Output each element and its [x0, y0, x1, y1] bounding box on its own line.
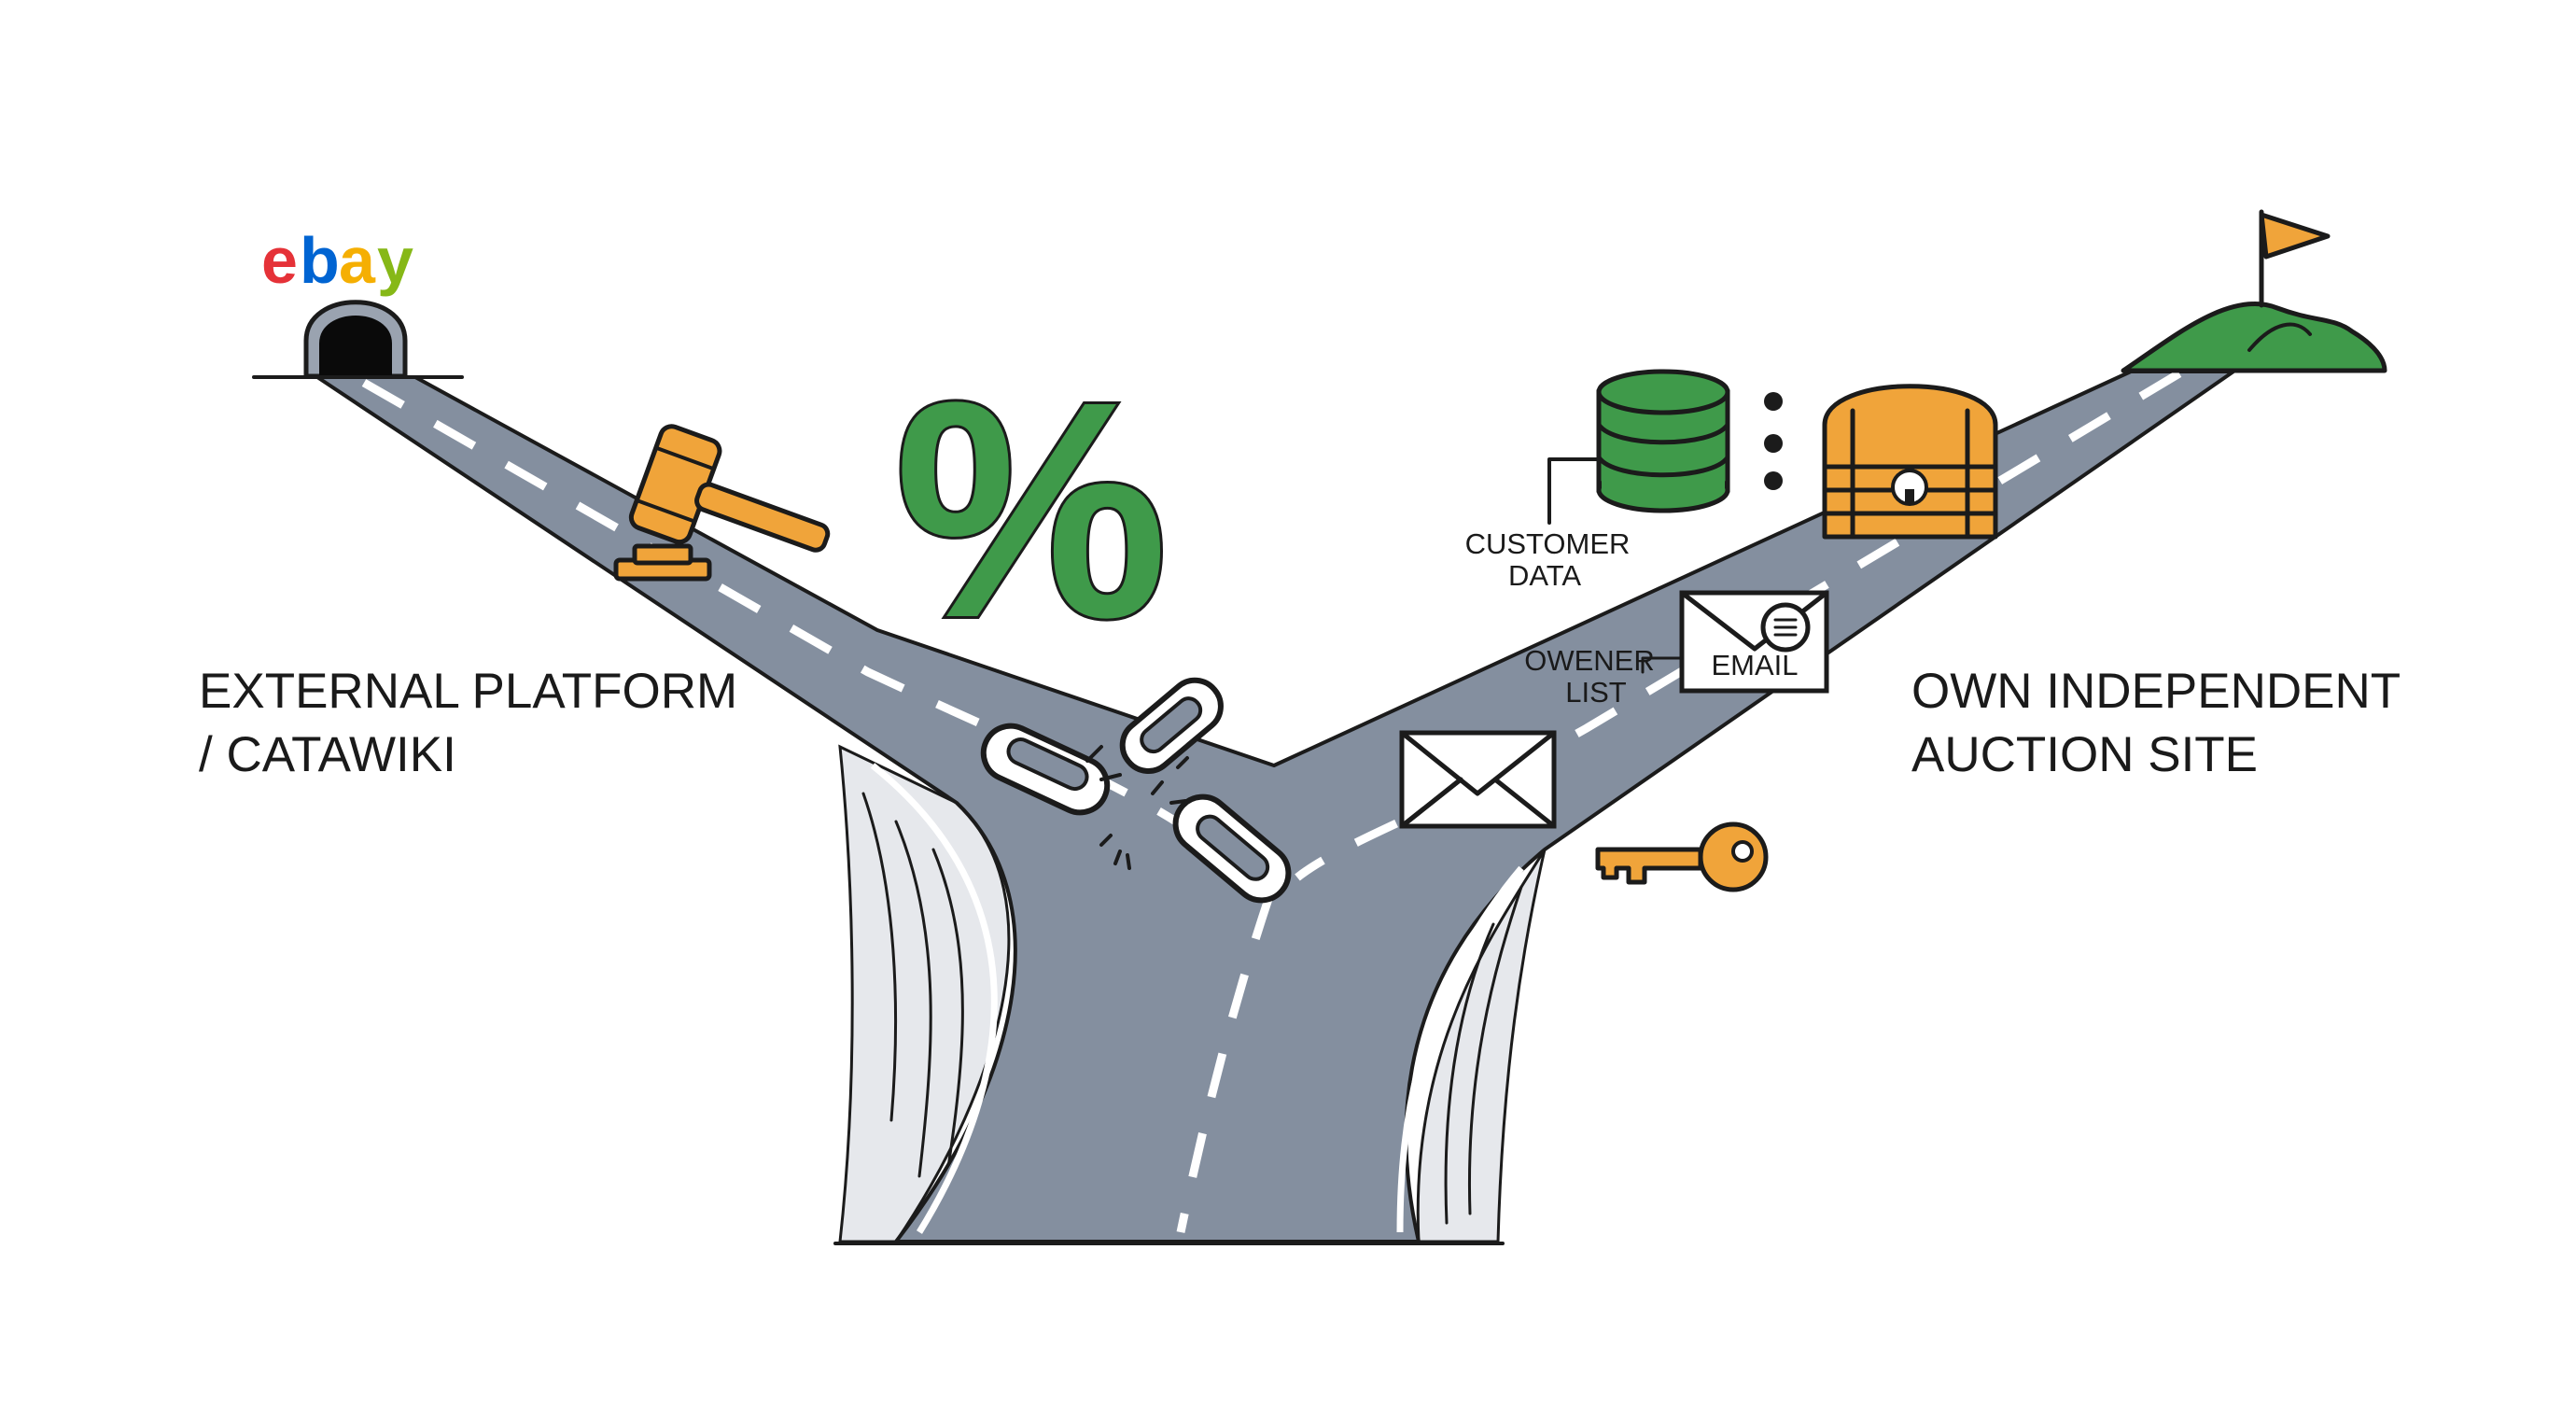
dots-icon	[1764, 392, 1783, 490]
customer-data-label-line1: CUSTOMER	[1465, 527, 1631, 560]
gavel-icon	[613, 424, 831, 582]
percent-icon: %	[891, 334, 1170, 684]
left-label-line2: / CATAWIKI	[199, 727, 456, 782]
broken-chain-icon	[980, 677, 1292, 904]
flag-hill-icon	[2121, 209, 2387, 373]
envelope-icon	[1399, 730, 1557, 829]
ebay-letter-a: a	[339, 224, 376, 297]
ebay-letter-b: b	[300, 224, 340, 297]
database-icon	[1547, 369, 1730, 525]
ebay-letter-e: e	[261, 224, 298, 297]
percent-glyph: %	[894, 337, 1168, 681]
ebay-letter-y: y	[377, 224, 413, 297]
right-label-line1: OWN INDEPENDENT	[1911, 664, 2401, 719]
key-icon	[1595, 821, 1769, 892]
owner-list-label-line1: OWENER	[1524, 644, 1655, 677]
left-label-line1: EXTERNAL PLATFORM	[199, 664, 737, 719]
ebay-logo: e b a y	[261, 224, 413, 297]
treasure-chest-icon	[1822, 384, 1998, 540]
tunnel-icon	[252, 300, 464, 379]
cliff	[838, 744, 1547, 1243]
email-envelope-icon: EMAIL	[1641, 590, 1829, 694]
customer-data-label-line2: DATA	[1508, 559, 1581, 592]
owner-list-label-line2: LIST	[1565, 676, 1627, 709]
email-label: EMAIL	[1711, 649, 1798, 681]
right-label-line2: AUCTION SITE	[1911, 727, 2258, 782]
